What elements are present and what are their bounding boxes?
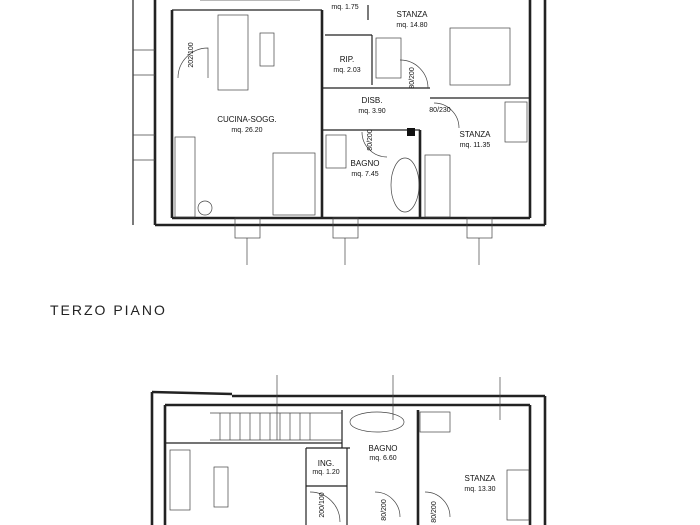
door-size: 202/100: [188, 42, 195, 67]
lower-plan-walls: [150, 375, 547, 525]
room-area: mq. 3.90: [358, 108, 385, 115]
room-area: mq. 7.45: [351, 171, 378, 178]
room-name: STANZA: [465, 474, 497, 483]
room-name: BAGNO: [351, 159, 380, 168]
door-size: 80/200: [431, 501, 438, 523]
room-name: CUCINA-SOGG.: [217, 115, 277, 124]
upper-room-labels: mq. 1.75 STANZA mq. 14.80 RIP. mq. 2.03 …: [188, 4, 491, 178]
room-name: ING.: [318, 459, 334, 468]
stair-treads: [219, 413, 311, 440]
door-size: 80/230: [429, 107, 451, 114]
room-area: mq. 11.35: [460, 142, 491, 149]
door-size: 200/100: [319, 492, 326, 517]
room-name: RIP.: [340, 55, 355, 64]
room-name: STANZA: [460, 130, 492, 139]
upper-plan-walls: [132, 0, 547, 265]
room-name: STANZA: [397, 10, 429, 19]
section-title: TERZO PIANO: [50, 302, 167, 318]
room-area: mq. 14.80: [396, 22, 427, 29]
door-size: 80/200: [381, 499, 388, 521]
door-size: 80/200: [409, 67, 416, 89]
room-area: mq. 26.20: [231, 127, 262, 134]
room-area: mq. 6.60: [369, 455, 396, 462]
door-size: 80/200: [367, 129, 374, 151]
room-name: BAGNO: [369, 444, 398, 453]
room-area: mq. 13.30: [464, 486, 495, 493]
room-area: mq. 1.20: [312, 469, 339, 476]
room-area: mq. 2.03: [333, 67, 360, 74]
lower-room-labels: ING. mq. 1.20 BAGNO mq. 6.60 STANZA mq. …: [312, 444, 496, 523]
room-name: DISB.: [362, 96, 383, 105]
room-area: mq. 1.75: [331, 4, 358, 11]
